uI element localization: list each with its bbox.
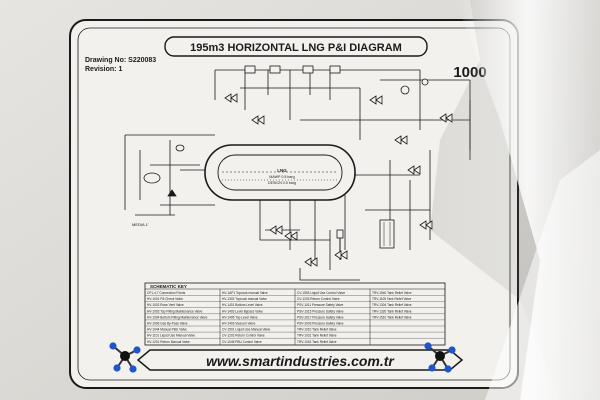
key-cell: TRV-1540 Tank Relief Valve <box>372 291 412 295</box>
key-cell: HV-1AP1 Topcock manual Valve <box>222 291 268 295</box>
key-cell: HV-1001 Fill Check Valve <box>147 297 183 301</box>
key-cell: CV-1501 Liquid Use Manual Valve <box>222 328 271 332</box>
key-cell: CV-1203 Return Control Valve <box>297 297 340 301</box>
key-cell: CV-1045 PBU Control Valve <box>222 340 262 344</box>
key-cell: TRV-1510 Tank Relief Valve <box>372 315 412 319</box>
key-cell: TRV-1304 Tank Relief Valve <box>372 303 412 307</box>
pi-diagram <box>124 65 471 281</box>
drawing-number: Drawing No: S220083 <box>85 57 156 64</box>
title-box: 195m3 HORIZONTAL LNG P&I DIAGRAM <box>164 36 428 57</box>
molecule-logo-left <box>109 342 141 373</box>
tank-label-mawp: MAWP 0.5 barg <box>269 175 294 179</box>
key-cell: TRV-1105 Tank Relief Valve <box>372 297 411 301</box>
tank-label-lng: LNG <box>277 168 287 173</box>
key-cell: HV-1403 Vacuum Valve <box>222 322 256 326</box>
schematic-key-title: SCHEMATIC KEY <box>150 284 187 289</box>
key-cell: HV-1201 Return Manual Valve <box>147 340 190 344</box>
key-cell: PSV-1003 Pressure Safety Valve <box>297 322 344 326</box>
website-banner: www.smartindustries.com.tr <box>136 349 464 371</box>
key-cell: PSV-1011 Pressure Safety Valve <box>297 303 344 307</box>
key-cell: HV-1006 Gas By-Pass Valve <box>147 322 188 326</box>
diagram-title: 195m3 HORIZONTAL LNG P&I DIAGRAM <box>190 42 402 54</box>
media-label: MEDIA 1' <box>132 222 149 227</box>
key-cell: CV-1553 Liquid Use Control Valve <box>297 291 345 295</box>
revision: Revision: 1 <box>85 66 122 73</box>
key-cell: CV-1202 Return Control Valve <box>222 334 265 338</box>
glare-strip <box>485 150 600 400</box>
key-cell: HV-1303 Topcock manual Valve <box>222 297 267 301</box>
key-cell: HV-1044 Manual PBU Valve <box>147 328 187 332</box>
molecule-logo-right <box>424 342 456 373</box>
key-cell: CP1,4,7 Connection Points <box>147 291 186 295</box>
key-cell: PSV-1017 Pressure Safety Valve <box>297 315 344 319</box>
key-cell: TRV-1320 Tank Relief Valve <box>372 309 412 313</box>
website-url: www.smartindustries.com.tr <box>206 353 395 369</box>
key-cell: HV-1405 Top Level Valve <box>222 315 258 319</box>
key-cell: HV-1401 Bottom Level Valve <box>222 303 263 307</box>
key-cell: PSV-1015 Pressure Safety Valve <box>297 309 344 313</box>
key-cell: HV-1004 Bottom Filling Maintenance Valve <box>147 315 208 319</box>
tank-label-design: DESIGN 0.5 barg <box>268 181 296 185</box>
key-cell: HV-1002 Rose Vent Valve <box>147 303 184 307</box>
key-cell: HV-1003 Top Filling Maintenance Valve <box>147 309 203 313</box>
key-cell: HV-1403 Level Bypass Valve <box>222 309 263 313</box>
key-cell: TRV-1043 Tank Relief Valve <box>297 340 337 344</box>
key-cell: HV-1101 Liquid Use Manual Valve <box>147 334 195 338</box>
schematic-key-rows: CP1,4,7 Connection Points HV-1AP1 Topcock… <box>145 291 445 344</box>
key-cell: TRV-1031 Tank Relief Valve <box>297 334 337 338</box>
key-cell: TRV-1010 Tank Relief Valve <box>297 328 337 332</box>
